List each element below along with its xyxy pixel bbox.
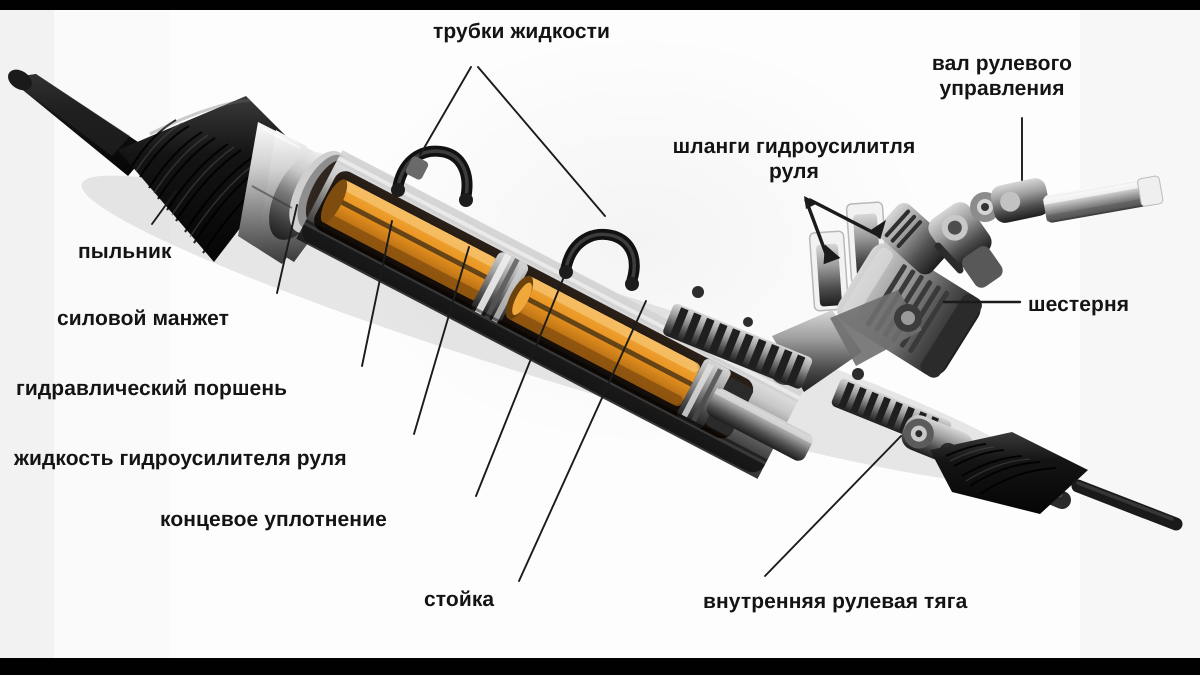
label-steering-shaft: вал рулевого управления — [931, 52, 1073, 100]
label-ps-hoses: шланги гидроусилитля руля — [672, 135, 916, 183]
leader-fluid-tubes-b — [477, 66, 606, 217]
letterbox-top — [0, 0, 1200, 10]
rack-teeth — [663, 303, 813, 389]
dust-boot-part — [118, 96, 300, 262]
tube-fitting-nub — [405, 156, 429, 180]
hydraulic-piston-part — [471, 252, 529, 324]
label-fluid-tubes: трубки жидкости — [433, 20, 611, 43]
label-end-seal: концевое уплотнение — [160, 508, 387, 531]
fluid-chamber-right — [505, 275, 700, 407]
label-power-cuff: силовой манжет — [57, 307, 230, 330]
arrowhead-hose-origin — [804, 196, 818, 209]
leader-inner-tie-rod — [764, 435, 902, 577]
fastener-details — [692, 286, 864, 380]
letterbox-bottom — [0, 658, 1200, 675]
label-dust-boot: пыльник — [78, 240, 172, 263]
arrowhead-hose-b — [870, 219, 887, 240]
steering-shaft-part — [928, 175, 1164, 288]
inner-tie-rod-part — [901, 415, 1183, 531]
fluid-tubes-part — [391, 145, 640, 291]
leader-fluid-tubes-a — [419, 66, 472, 156]
leader-strut-rack — [518, 300, 647, 582]
label-inner-tie-rod: внутренняя рулевая тяга — [703, 590, 968, 613]
leader-ps-hoses-b — [808, 198, 878, 236]
mount-bracket-2 — [830, 290, 922, 366]
leader-power-cuff — [276, 204, 298, 294]
leader-ps-hoses-a — [804, 198, 830, 261]
fluid-chamber-left — [320, 179, 498, 301]
leader-hydraulic-piston — [361, 220, 393, 367]
label-gear-pinion: шестерня — [1028, 293, 1130, 316]
label-strut-rack: стойка — [424, 588, 495, 611]
leader-ps-hoses-group — [804, 196, 887, 265]
label-hydraulic-piston: гидравлический поршень — [16, 377, 288, 400]
leader-ps-fluid — [413, 246, 470, 435]
arrowhead-hose-a — [823, 244, 841, 265]
leader-dust-boot — [151, 190, 177, 225]
left-tie-rod-stub — [8, 69, 150, 176]
label-ps-fluid: жидкость гидроусилителя руля — [14, 447, 347, 470]
leader-end-seal — [475, 268, 568, 497]
